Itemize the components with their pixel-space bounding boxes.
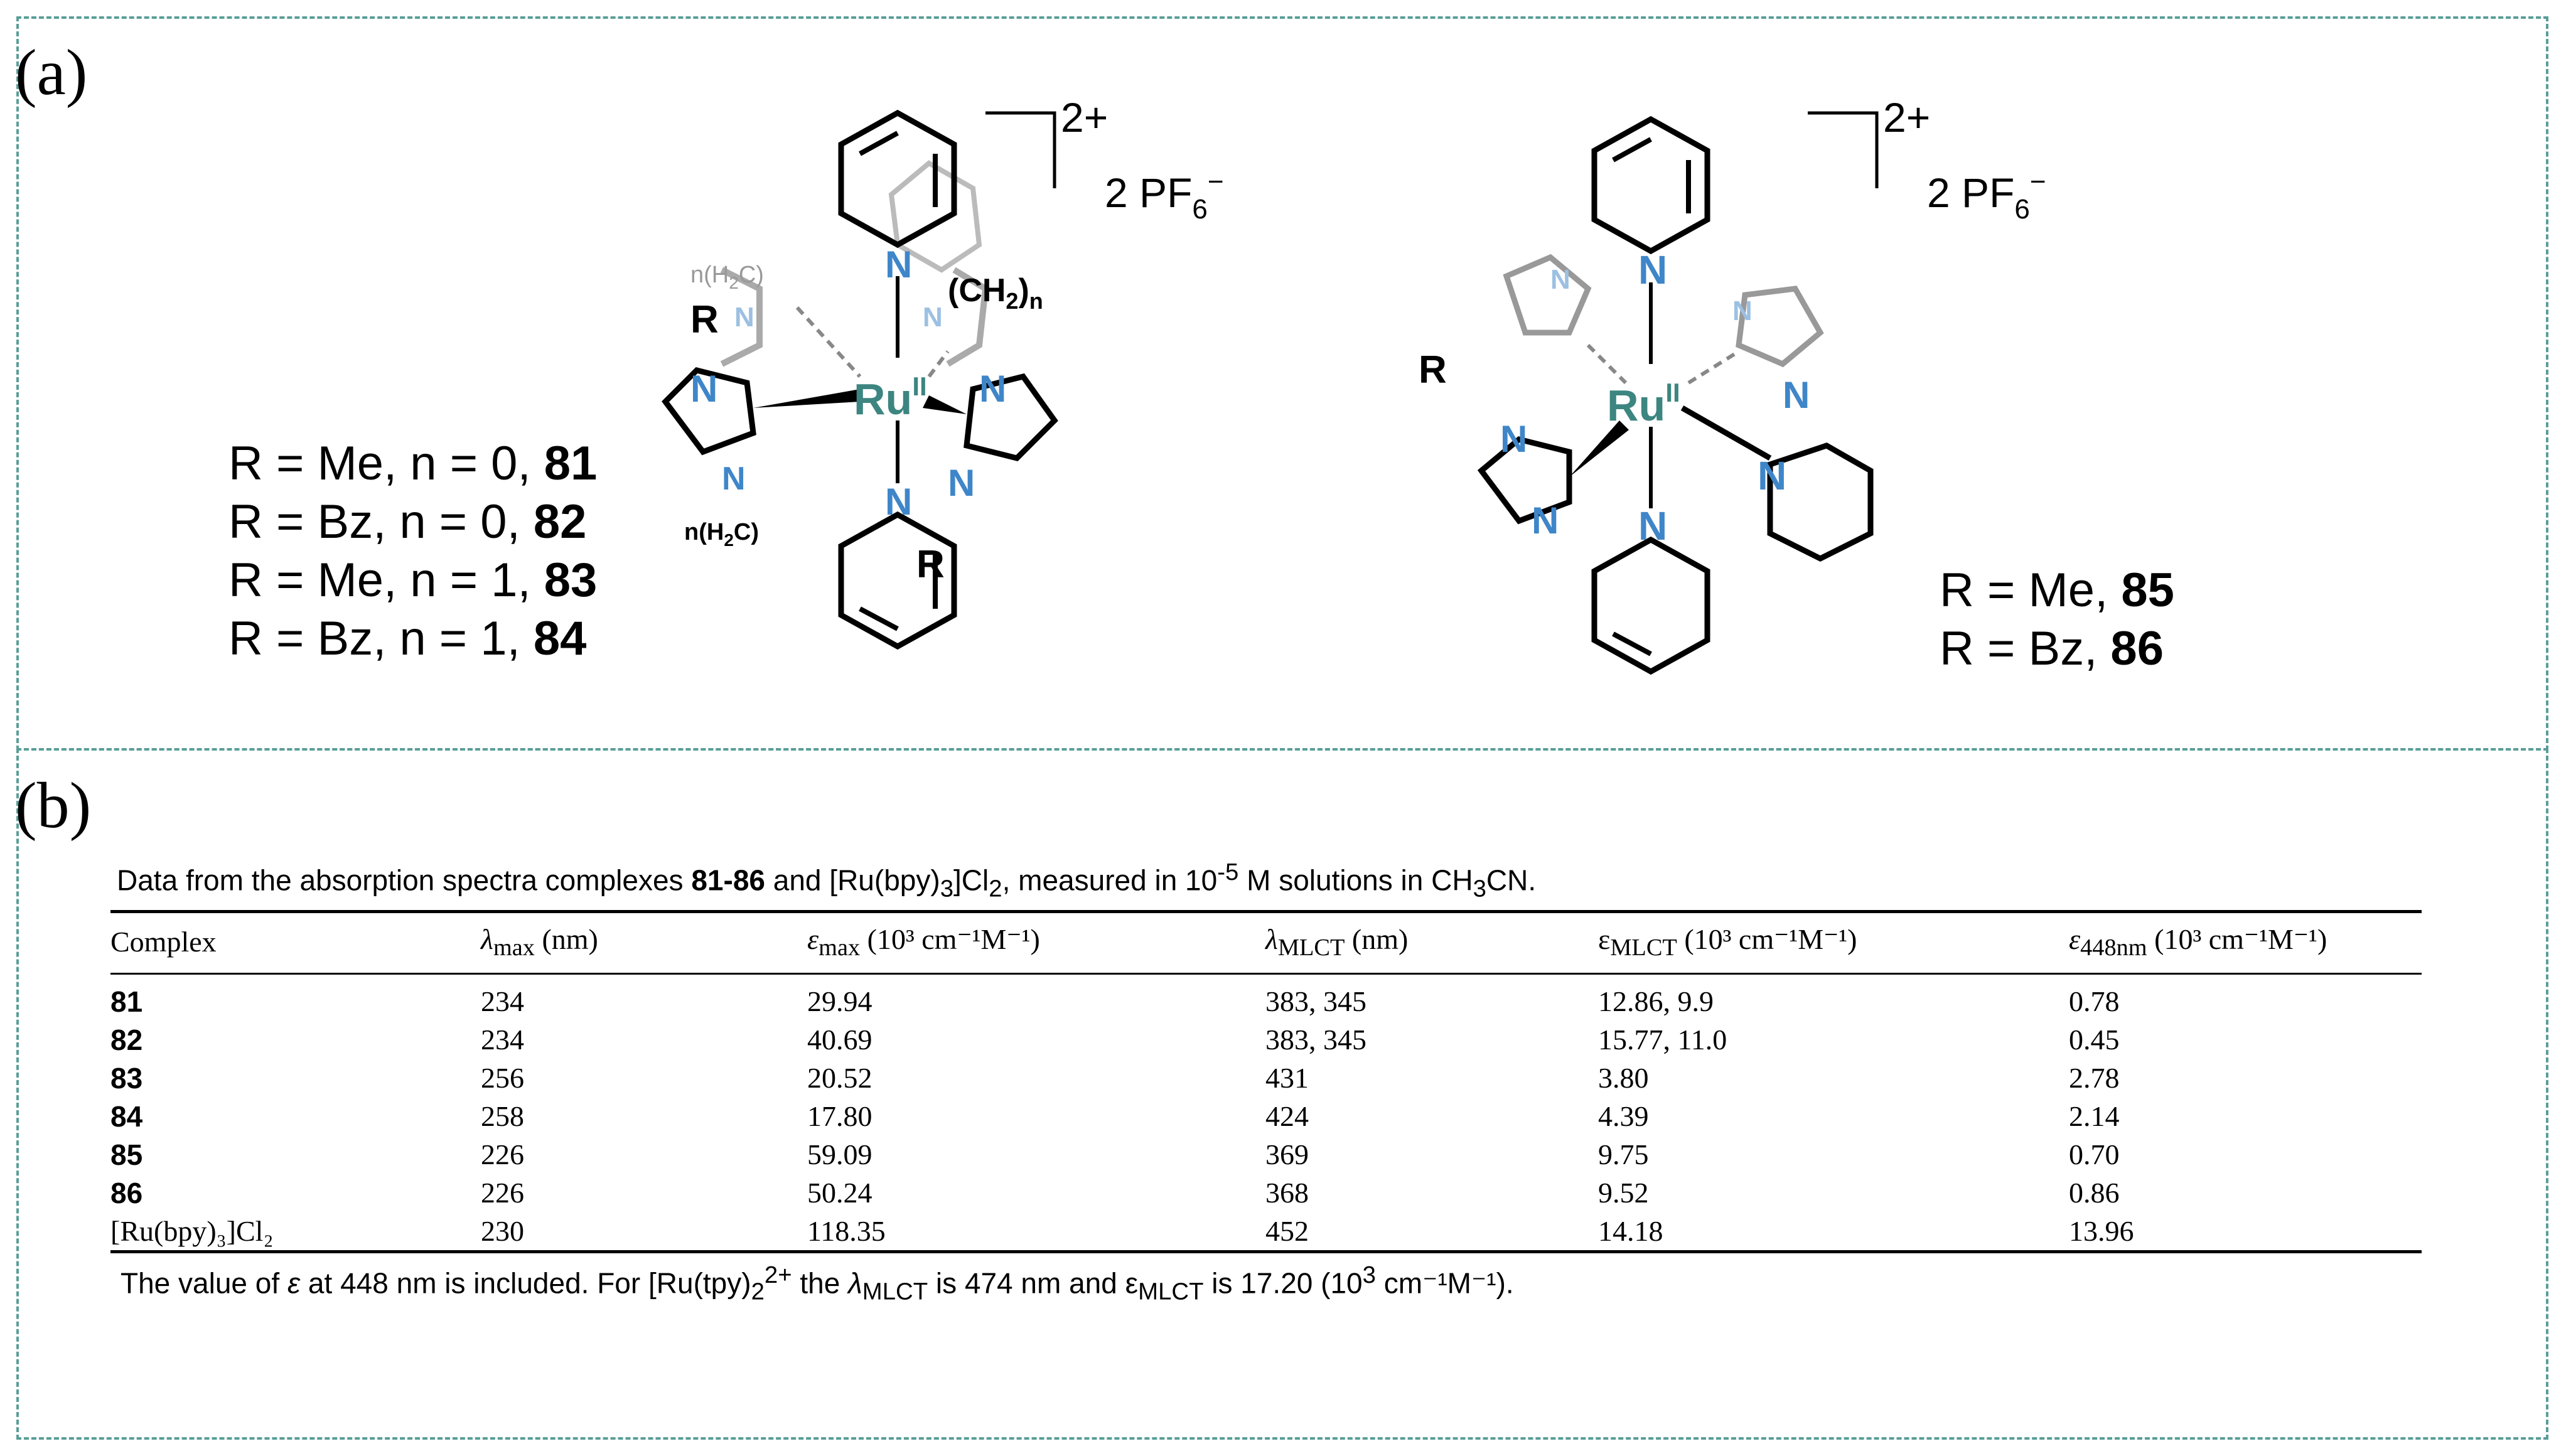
svg-text:R: R bbox=[1419, 348, 1447, 392]
header-epsilon-max: εmax (10³ cm⁻¹M⁻¹) bbox=[807, 923, 1040, 961]
table-footnote: The value of ε at 448 nm is included. Fo… bbox=[121, 1261, 1514, 1305]
variant-82: R = Bz, n = 0, 82 bbox=[228, 495, 587, 549]
svg-text:N: N bbox=[885, 244, 912, 286]
svg-text:N: N bbox=[1638, 247, 1667, 292]
table-caption: Data from the absorption spectra complex… bbox=[117, 859, 1537, 902]
structure-85-86: 2+ 2 PF6− N N N N N N N N RuII R bbox=[1419, 94, 2046, 675]
header-lambda-mlct: λMLCT (nm) bbox=[1265, 923, 1409, 961]
variant-84: R = Bz, n = 1, 84 bbox=[228, 612, 587, 665]
variant-83: R = Me, n = 1, 83 bbox=[228, 554, 598, 607]
variant-list-81-84: R = Me, n = 0, 81 R = Bz, n = 0, 82 R = … bbox=[228, 434, 597, 668]
svg-text:N: N bbox=[885, 481, 912, 523]
table-header-row: Complex λmax (nm) εmax (10³ cm⁻¹M⁻¹) λML… bbox=[110, 911, 2422, 974]
ru-center-right: RuII bbox=[1607, 378, 1680, 430]
svg-text:N: N bbox=[690, 368, 717, 410]
svg-text:N: N bbox=[1783, 374, 1810, 416]
ru-center-left: RuII bbox=[854, 372, 927, 424]
panel-a-label: (a) bbox=[15, 36, 88, 109]
ch2n-top-left-label: n(H2C) bbox=[690, 262, 764, 292]
svg-text:N: N bbox=[979, 368, 1006, 410]
svg-text:N: N bbox=[1732, 296, 1753, 326]
counterion-label-right: 2 PF6− bbox=[1927, 166, 2046, 225]
ch2n-bottom-left-label: n(H2C) bbox=[684, 519, 759, 550]
variant-85: R = Me, 85 bbox=[1940, 564, 2174, 617]
svg-text:N: N bbox=[722, 461, 746, 497]
charge-label: 2+ bbox=[1061, 94, 1108, 141]
svg-text:N: N bbox=[734, 302, 754, 333]
variant-86: R = Bz, 86 bbox=[1940, 622, 2164, 675]
variant-81: R = Me, n = 0, 81 bbox=[228, 437, 598, 490]
svg-text:N: N bbox=[1758, 453, 1786, 498]
structure-81-84: 2+ 2 PF6− n(H2C) N N N N N N N N RuII R … bbox=[662, 94, 1224, 650]
header-complex: Complex bbox=[110, 926, 217, 958]
counterion-label: 2 PF6− bbox=[1105, 166, 1224, 225]
svg-text:N: N bbox=[1638, 503, 1667, 549]
svg-text:N: N bbox=[1532, 500, 1559, 542]
header-lambda-max: λmax (nm) bbox=[481, 923, 598, 961]
absorption-data-table: Complex λmax (nm) εmax (10³ cm⁻¹M⁻¹) λML… bbox=[110, 910, 2422, 1253]
svg-text:R: R bbox=[916, 543, 945, 586]
panel-b-label: (b) bbox=[15, 769, 92, 842]
svg-text:N: N bbox=[1550, 264, 1570, 295]
charge-label-right: 2+ bbox=[1883, 94, 1930, 141]
svg-text:N: N bbox=[948, 462, 975, 504]
ch2n-top-right-label: (CH2)n bbox=[948, 272, 1043, 314]
header-epsilon-448: ε448nm (10³ cm⁻¹M⁻¹) bbox=[2069, 923, 2327, 961]
svg-text:R: R bbox=[690, 298, 719, 341]
svg-text:N: N bbox=[1500, 418, 1527, 460]
panel-b-frame bbox=[16, 748, 2548, 1440]
header-epsilon-mlct: εMLCT (10³ cm⁻¹M⁻¹) bbox=[1598, 923, 1857, 961]
svg-text:N: N bbox=[923, 302, 943, 333]
variant-list-85-86: R = Me, 85 R = Bz, 86 bbox=[1940, 561, 2174, 678]
